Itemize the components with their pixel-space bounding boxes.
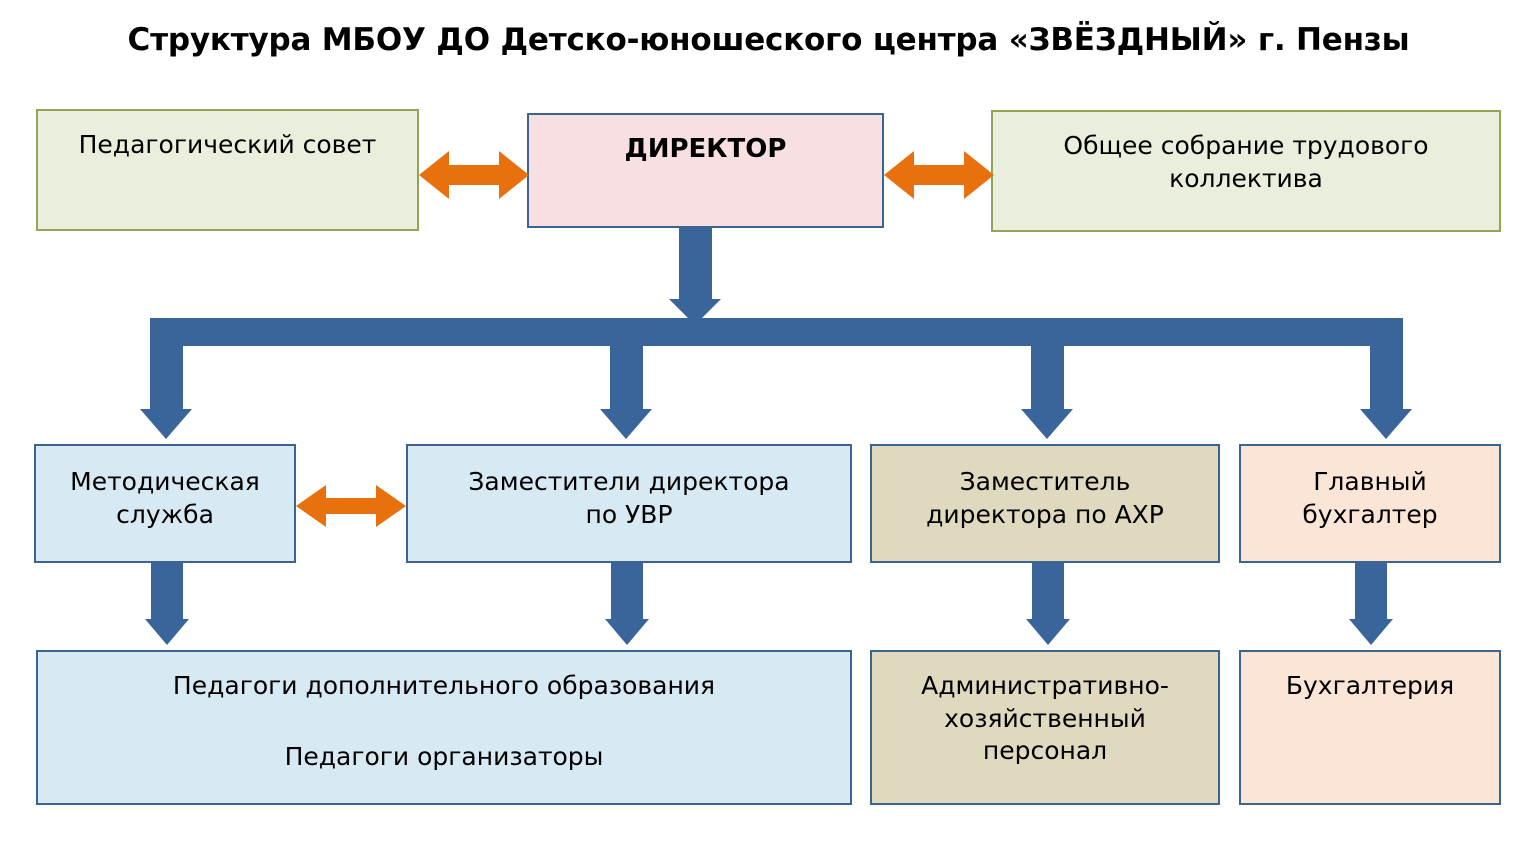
connector-branch-2-arrowhead: [600, 409, 652, 439]
node-label-line-1: Педагоги дополнительного образования: [172, 671, 716, 700]
node-teachers[interactable]: Педагоги дополнительного образования Пед…: [36, 650, 852, 805]
connector-branch-4-arrowhead: [1360, 409, 1412, 439]
double-arrow-director-assembly: [884, 151, 994, 199]
connector-ahr-to-staff-stem: [1032, 563, 1064, 625]
node-director[interactable]: ДИРЕКТОР: [527, 113, 884, 228]
node-label-line-2: хозяйственный: [944, 703, 1146, 733]
node-deputy-directors-uvr[interactable]: Заместители директора по УВР: [406, 444, 852, 563]
node-label-line-2: коллектива: [1169, 163, 1323, 193]
node-label-line-2: по УВР: [585, 499, 673, 529]
connector-accountant-to-accounting-arrowhead: [1349, 619, 1393, 645]
node-label-line-1: Административно-: [921, 671, 1169, 700]
node-accounting-department[interactable]: Бухгалтерия: [1239, 650, 1501, 805]
node-label-line-2: Педагоги организаторы: [284, 741, 604, 771]
node-label: Педагогический совет: [78, 130, 377, 159]
connector-branch-4-stem: [1370, 318, 1403, 416]
node-label-line-2: служба: [116, 499, 214, 529]
double-arrow-council-director: [419, 151, 529, 199]
node-general-assembly[interactable]: Общее собрание трудового коллектива: [991, 110, 1501, 232]
node-label-line-1: Заместители директора: [468, 467, 790, 496]
node-label-line-1: Общее собрание трудового: [1063, 131, 1429, 160]
connector-distribution-bus: [150, 318, 1403, 346]
connector-uvr-to-teachers-arrowhead: [605, 619, 649, 645]
connector-branch-3-stem: [1031, 318, 1064, 416]
connector-branch-1-stem: [150, 318, 183, 416]
node-label-line-2: директора по АХР: [926, 499, 1164, 529]
page-title: Структура МБОУ ДО Детско-юношеского цент…: [127, 22, 1410, 58]
connector-methodical-to-teachers-stem: [151, 563, 183, 625]
node-deputy-director-ahr[interactable]: Заместитель директора по АХР: [870, 444, 1220, 563]
node-label-line-1: Заместитель: [959, 467, 1131, 496]
node-label-line-3: персонал: [982, 736, 1108, 765]
connector-methodical-to-teachers-arrowhead: [145, 619, 189, 645]
double-arrow-methodical-uvr: [296, 485, 406, 527]
node-methodical-service[interactable]: Методическая служба: [34, 444, 296, 563]
connector-branch-3-arrowhead: [1021, 409, 1073, 439]
node-label-line-2: бухгалтер: [1302, 499, 1438, 529]
node-label-line-1: Методическая: [70, 467, 260, 496]
connector-branch-2-stem: [610, 318, 643, 416]
node-pedagogical-council[interactable]: Педагогический совет: [36, 109, 419, 231]
connector-ahr-to-staff-arrowhead: [1026, 619, 1070, 645]
connector-branch-1-arrowhead: [140, 409, 192, 439]
node-admin-economic-staff[interactable]: Административно- хозяйственный персонал: [870, 650, 1220, 805]
node-label-line-1: Главный: [1313, 467, 1427, 496]
connector-director-stem: [679, 228, 712, 306]
node-label: ДИРЕКТОР: [624, 134, 787, 164]
node-label: Бухгалтерия: [1285, 671, 1455, 700]
connector-accountant-to-accounting-stem: [1355, 563, 1387, 625]
connector-uvr-to-teachers-stem: [611, 563, 643, 625]
node-chief-accountant[interactable]: Главный бухгалтер: [1239, 444, 1501, 563]
